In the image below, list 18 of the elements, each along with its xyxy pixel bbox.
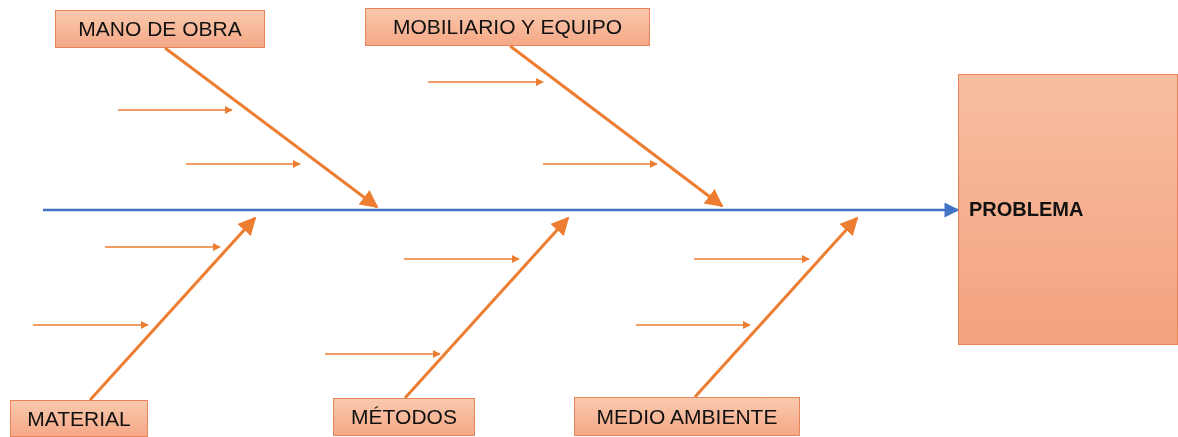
- bone-arrow: [164, 46, 379, 209]
- category-box: [55, 10, 265, 48]
- category-label: MÉTODOS: [351, 405, 457, 429]
- problem-box: [958, 74, 1178, 345]
- category-box: [333, 398, 475, 436]
- category-label: MANO DE OBRA: [78, 17, 242, 41]
- category-box: [365, 8, 650, 46]
- bone-arrow: [88, 216, 257, 401]
- category-label: MATERIAL: [27, 406, 131, 431]
- bone-arrow: [509, 44, 724, 208]
- category-label: MEDIO AMBIENTE: [596, 404, 778, 429]
- bone-arrow: [693, 216, 859, 398]
- category-box: [10, 400, 148, 437]
- problem-label: PROBLEMA: [969, 198, 1084, 221]
- spine-arrow: [43, 202, 960, 218]
- category-label: MOBILIARIO Y EQUIPO: [392, 15, 623, 39]
- bone-arrow: [403, 216, 570, 399]
- category-box: [574, 397, 800, 436]
